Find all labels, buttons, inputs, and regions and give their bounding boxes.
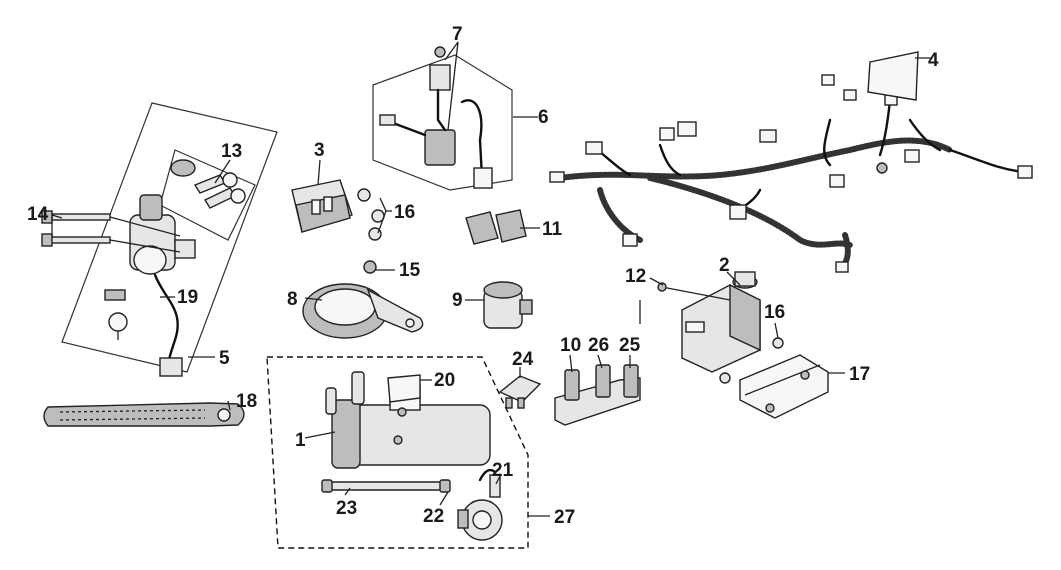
callout-16-upper: 16	[394, 202, 415, 223]
starter-relay-group	[372, 46, 513, 191]
callout-1: 1	[295, 430, 306, 451]
callout-16-lower: 16	[764, 302, 785, 323]
sender-21	[478, 468, 501, 498]
fuse-box	[554, 364, 641, 426]
nut-15	[363, 260, 377, 274]
screws-16-upper	[357, 188, 385, 241]
ignition-switch-kit-frame	[61, 102, 278, 373]
switch-bolts	[41, 210, 181, 253]
callout-6: 6	[538, 107, 549, 128]
regulator-3	[291, 179, 353, 233]
callout-2: 2	[719, 255, 730, 276]
leader-lines	[51, 41, 932, 517]
callout-20: 20	[434, 370, 455, 391]
horn-8	[302, 283, 424, 339]
wire-harness-4	[549, 51, 1033, 273]
bracket-20	[387, 374, 421, 403]
callout-18: 18	[236, 391, 257, 412]
callout-17: 17	[849, 364, 870, 385]
callout-23: 23	[336, 498, 357, 519]
callout-12: 12	[625, 266, 646, 287]
callout-19: 19	[177, 287, 198, 308]
callout-14: 14	[27, 204, 49, 225]
callout-4: 4	[928, 50, 939, 71]
bolt-12	[657, 282, 731, 301]
relays-11	[465, 209, 527, 245]
screw-16-lower-2	[719, 372, 731, 384]
hose-23	[321, 479, 451, 493]
callout-3: 3	[314, 140, 325, 161]
switch-wire	[153, 273, 179, 367]
callout-11: 11	[542, 219, 563, 240]
gauge-22	[457, 499, 503, 541]
callout-26: 26	[588, 335, 609, 356]
callout-21: 21	[492, 460, 514, 481]
callout-27: 27	[554, 507, 575, 528]
key-set	[170, 159, 246, 209]
bracket-17	[739, 354, 829, 419]
callout-24: 24	[512, 349, 534, 370]
starter-relay-frame	[372, 54, 513, 191]
switch-connector	[159, 357, 183, 377]
callout-7: 7	[452, 24, 463, 45]
callout-9: 9	[452, 290, 463, 311]
small-key-parts	[104, 289, 128, 340]
screw-16-lower	[772, 337, 784, 349]
callout-15: 15	[399, 260, 421, 281]
callout-25: 25	[619, 335, 641, 356]
ignition-switch-body	[129, 194, 196, 275]
callout-13: 13	[221, 141, 242, 162]
flasher-9	[483, 281, 533, 329]
callout-8: 8	[287, 289, 298, 310]
callout-5: 5	[219, 348, 230, 369]
harness-cover-4	[867, 51, 919, 101]
callout-10: 10	[560, 335, 581, 356]
ignition-coil-2	[681, 271, 761, 373]
callout-22: 22	[423, 506, 444, 527]
tool-18	[43, 402, 245, 427]
fuse-24	[498, 375, 542, 409]
